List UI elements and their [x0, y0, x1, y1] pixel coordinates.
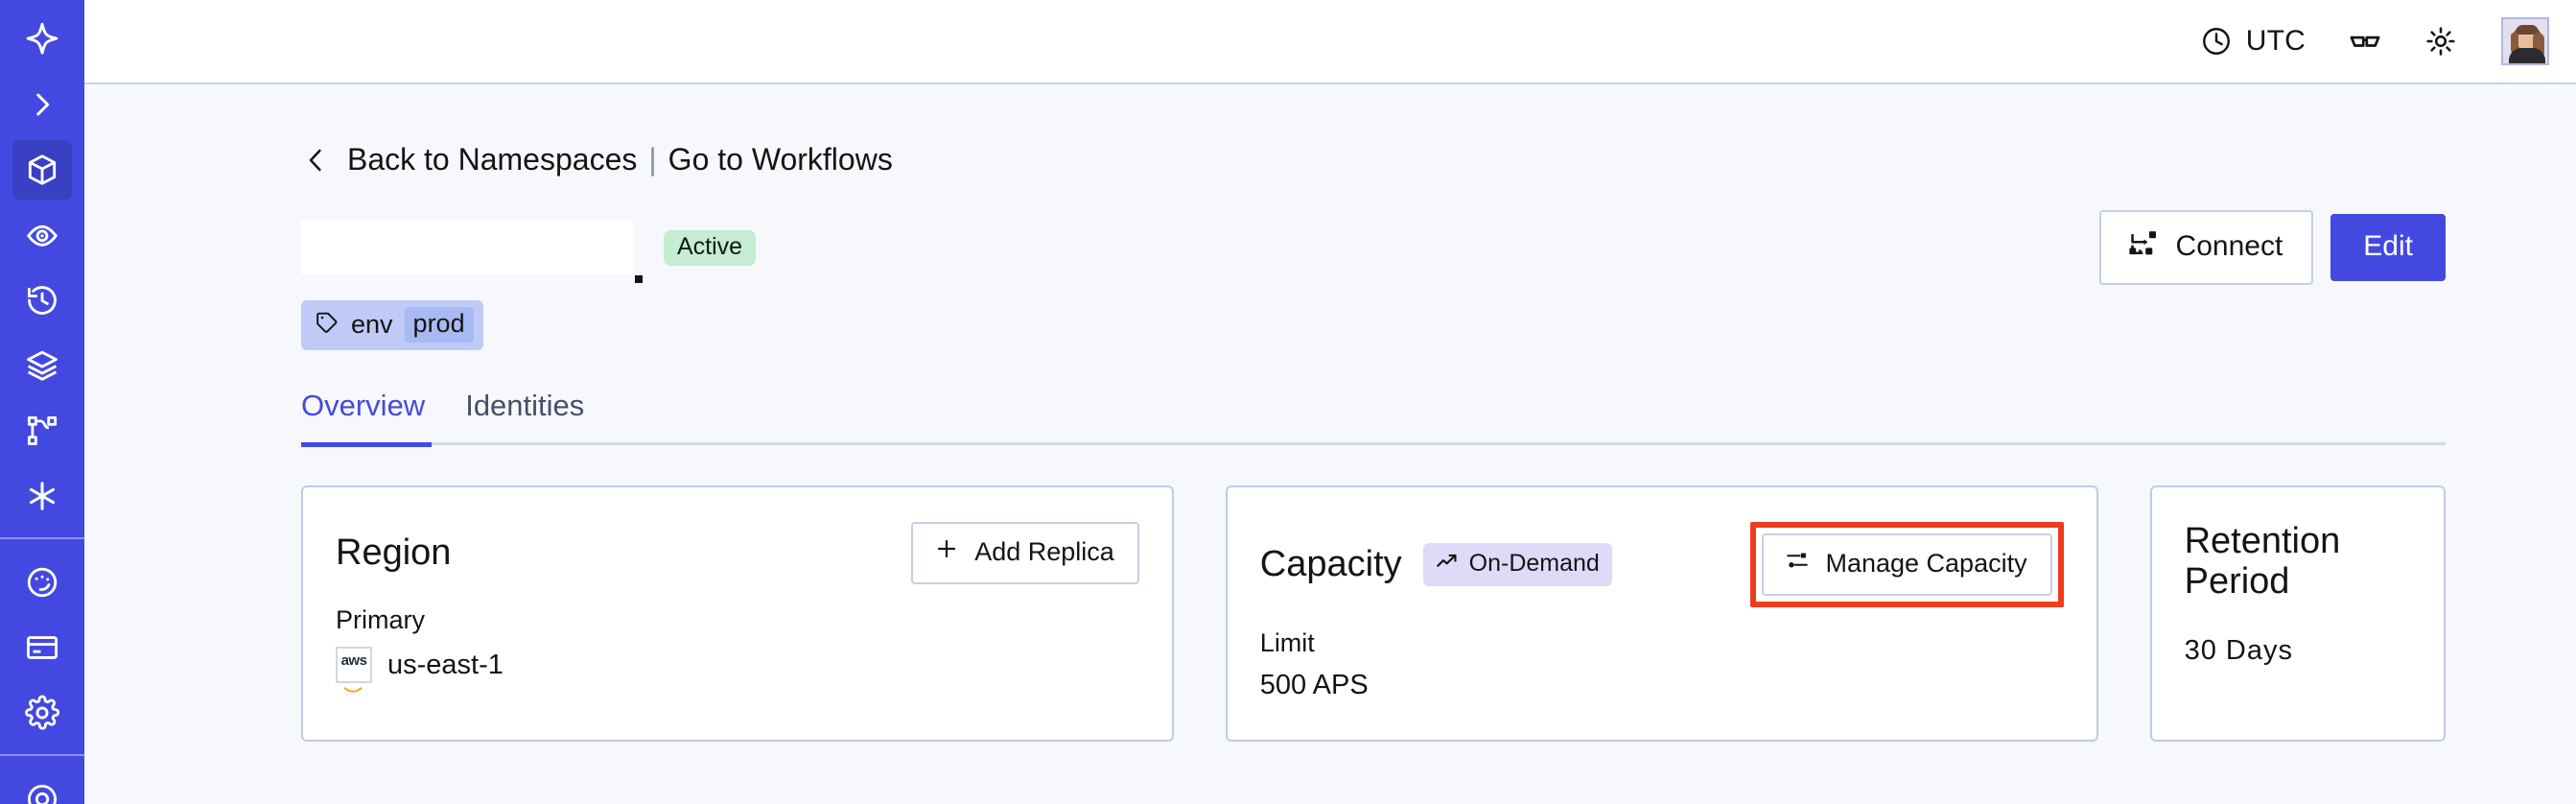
- glasses-icon: [2348, 24, 2382, 59]
- capacity-card-title: Capacity: [1259, 543, 1402, 584]
- on-demand-badge: On-Demand: [1422, 543, 1612, 586]
- retention-value: 30 Days: [2184, 634, 2293, 666]
- reading-mode-button[interactable]: [2348, 24, 2382, 59]
- edit-button-label: Edit: [2363, 230, 2413, 262]
- region-value-row: aws us-east-1: [336, 647, 1139, 693]
- usage-gauge-icon[interactable]: [12, 553, 72, 612]
- manage-capacity-label: Manage Capacity: [1825, 549, 2027, 578]
- capacity-card-header: Capacity On-Demand: [1260, 522, 2064, 607]
- go-to-workflows-link[interactable]: Go to Workflows: [667, 142, 893, 177]
- namespace-header: Active: [301, 210, 2446, 285]
- connect-button-label: Connect: [2175, 230, 2283, 262]
- tag-value: prod: [404, 307, 474, 343]
- add-replica-label: Add Replica: [974, 537, 1114, 566]
- region-card-header: Region Add Replica: [336, 522, 1139, 584]
- tab-bar: Overview Identities: [301, 389, 2446, 447]
- sun-icon: [2424, 25, 2457, 58]
- observability-eye-icon[interactable]: [12, 205, 72, 265]
- region-primary-label: Primary: [336, 605, 425, 634]
- capacity-card: Capacity On-Demand: [1225, 485, 2098, 742]
- retention-card-header: Retention Period: [2184, 521, 2411, 603]
- manage-capacity-button[interactable]: Manage Capacity: [1762, 533, 2052, 596]
- region-value: us-east-1: [387, 649, 503, 680]
- region-card-title: Region: [336, 532, 452, 573]
- tab-identities[interactable]: Identities: [465, 389, 585, 422]
- clock-icon: [2200, 25, 2233, 58]
- capacity-limit-label: Limit: [1259, 628, 1315, 657]
- avatar-body: [2509, 48, 2545, 63]
- page-title-trailing-mark: [635, 275, 643, 283]
- breadcrumb-separator: |: [648, 142, 657, 177]
- tag-icon: [315, 310, 340, 340]
- namespaces-cube-icon[interactable]: [12, 140, 72, 200]
- expand-chevron-icon[interactable]: [12, 75, 72, 134]
- region-card-action: Add Replica: [911, 522, 1139, 584]
- back-to-namespaces-link[interactable]: Back to Namespaces: [347, 142, 638, 177]
- sidebar-divider-2: [0, 754, 84, 756]
- page-title: [301, 221, 633, 274]
- sliders-icon: [1785, 548, 1810, 579]
- layers-stack-icon[interactable]: [12, 336, 72, 395]
- retention-card: Retention Period 30 Days: [2149, 485, 2446, 742]
- tab-list: Overview Identities: [301, 389, 2446, 442]
- trend-up-icon: [1435, 549, 1460, 579]
- top-bar: UTC: [84, 0, 2576, 84]
- timezone-label: UTC: [2245, 25, 2306, 57]
- region-card: Region Add Replica: [301, 485, 1174, 742]
- tab-active-indicator: [301, 442, 432, 447]
- asterisk-icon[interactable]: [12, 466, 72, 526]
- tag-list: env prod: [301, 300, 2484, 350]
- main-column: UTC: [84, 0, 2576, 804]
- tab-underline: [301, 442, 2446, 447]
- support-icon[interactable]: [12, 769, 72, 804]
- add-replica-button[interactable]: Add Replica: [911, 522, 1139, 584]
- settings-gear-icon[interactable]: [12, 683, 72, 743]
- temporal-logo-icon[interactable]: [12, 10, 72, 69]
- breadcrumb: Back to Namespaces | Go to Workflows: [301, 142, 2484, 177]
- on-demand-badge-label: On-Demand: [1468, 550, 1600, 577]
- theme-toggle-button[interactable]: [2424, 25, 2457, 58]
- tag-chip[interactable]: env prod: [301, 300, 483, 350]
- connect-button[interactable]: Connect: [2098, 210, 2314, 285]
- tag-key: env: [351, 310, 393, 339]
- manage-capacity-highlight: Manage Capacity: [1750, 522, 2064, 607]
- avatar-fringe: [2516, 25, 2539, 35]
- connect-icon: [2128, 228, 2159, 265]
- page-content: Back to Namespaces | Go to Workflows Act…: [84, 84, 2576, 804]
- sidebar-divider-1: [0, 537, 84, 539]
- tab-overview[interactable]: Overview: [301, 389, 426, 422]
- overview-cards: Region Add Replica: [301, 485, 2446, 742]
- aws-logo-icon: aws: [336, 647, 372, 693]
- avatar-hair-left: [2511, 33, 2518, 54]
- workflows-branch-icon[interactable]: [12, 401, 72, 461]
- chevron-left-icon[interactable]: [301, 144, 330, 177]
- edit-button[interactable]: Edit: [2330, 214, 2446, 281]
- retention-card-title: Retention Period: [2184, 521, 2341, 602]
- primary-sidebar: [0, 0, 84, 804]
- avatar[interactable]: [2501, 17, 2549, 65]
- billing-card-icon[interactable]: [12, 618, 72, 677]
- history-clock-icon[interactable]: [12, 271, 72, 330]
- timezone-selector[interactable]: UTC: [2200, 25, 2306, 58]
- plus-icon: [934, 536, 959, 568]
- status-badge: Active: [664, 229, 757, 266]
- capacity-value: 500 APS: [1259, 670, 1369, 700]
- header-actions: Connect Edit: [2098, 210, 2446, 285]
